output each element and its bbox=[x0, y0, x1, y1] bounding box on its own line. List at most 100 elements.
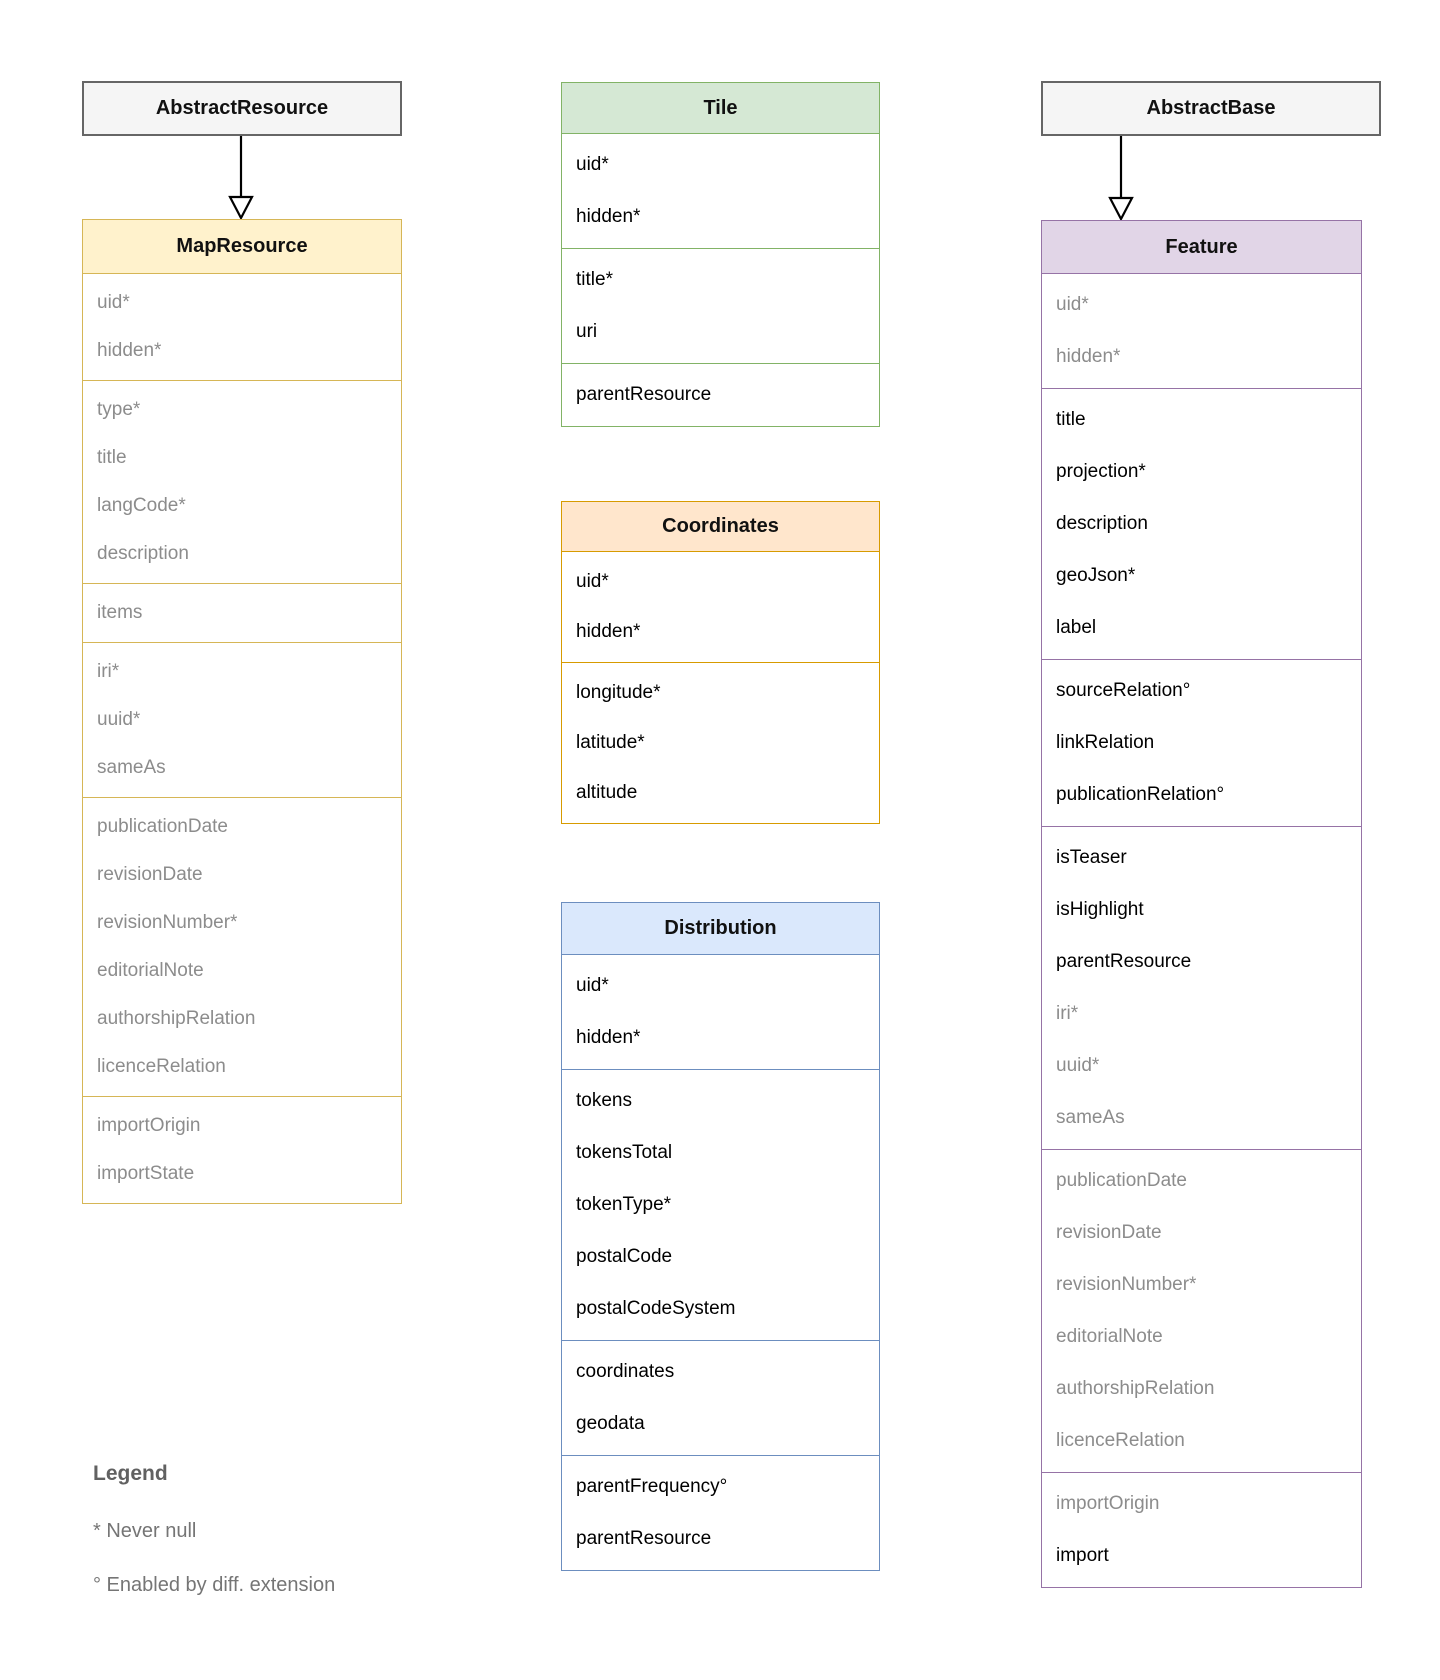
field-map-resource-revisiondate: revisionDate bbox=[97, 864, 203, 885]
field-feature-import: import bbox=[1056, 1545, 1109, 1566]
class-box-coordinates: Coordinates uid* hidden* longitude* latitude… bbox=[561, 501, 880, 824]
field-distribution-uid: uid* bbox=[576, 975, 609, 996]
field-distribution-tokentype: tokenType* bbox=[576, 1194, 672, 1215]
inheritance-arrow-abstractresource-mapresource bbox=[228, 132, 254, 221]
field-map-resource-importorigin: importOrigin bbox=[97, 1115, 201, 1136]
field-feature-editorialnote: editorialNote bbox=[1056, 1326, 1163, 1347]
field-feature-title: title bbox=[1056, 409, 1086, 430]
field-feature-label: label bbox=[1056, 617, 1097, 638]
field-feature-uuid: uuid* bbox=[1056, 1055, 1100, 1076]
field-tile-parentresource: parentResource bbox=[576, 384, 712, 405]
field-map-resource-type: type* bbox=[97, 399, 141, 420]
class-title-abstract-resource: AbstractResource bbox=[84, 83, 400, 134]
field-coordinates-uid: uid* bbox=[576, 571, 609, 592]
class-section-coordinates-0: uid* hidden* bbox=[562, 551, 879, 662]
field-coordinates-altitude: altitude bbox=[576, 782, 638, 803]
field-feature-projection: projection* bbox=[1056, 461, 1146, 482]
field-feature-iri: iri* bbox=[1056, 1003, 1079, 1024]
field-map-resource-editorialnote: editorialNote bbox=[97, 960, 204, 981]
field-tile-uri: uri bbox=[576, 321, 598, 342]
field-feature-description: description bbox=[1056, 513, 1148, 534]
field-map-resource-revisionnumber: revisionNumber* bbox=[97, 912, 238, 933]
legend: Legend * Never null ° Enabled by diff. ex… bbox=[93, 1462, 335, 1628]
field-map-resource-iri: iri* bbox=[97, 661, 120, 682]
field-map-resource-hidden: hidden* bbox=[97, 340, 162, 361]
class-box-distribution: Distribution uid* hidden* tokens tokensTotal… bbox=[561, 902, 880, 1571]
field-map-resource-sameas: sameAs bbox=[97, 757, 166, 778]
field-tile-uid: uid* bbox=[576, 154, 609, 175]
class-section-map-resource-2: items bbox=[83, 583, 401, 642]
class-title-abstract-base: AbstractBase bbox=[1043, 83, 1379, 134]
field-map-resource-publicationdate: publicationDate bbox=[97, 816, 228, 837]
inheritance-arrow-abstractbase-feature bbox=[1108, 132, 1134, 222]
field-feature-publicationdate: publicationDate bbox=[1056, 1170, 1187, 1191]
class-section-distribution-0: uid* hidden* bbox=[562, 954, 879, 1069]
field-distribution-postalcodesystem: postalCodeSystem bbox=[576, 1298, 736, 1319]
field-feature-revisionnumber: revisionNumber* bbox=[1056, 1274, 1197, 1295]
field-feature-uid: uid* bbox=[1056, 294, 1089, 315]
field-distribution-coordinates: coordinates bbox=[576, 1361, 675, 1382]
legend-items: * Never null ° Enabled by diff. extension bbox=[93, 1520, 335, 1597]
field-feature-importorigin: importOrigin bbox=[1056, 1493, 1160, 1514]
class-title-map-resource: MapResource bbox=[83, 220, 401, 273]
field-map-resource-items: items bbox=[97, 602, 143, 623]
field-feature-revisiondate: revisionDate bbox=[1056, 1222, 1162, 1243]
field-map-resource-description: description bbox=[97, 543, 189, 564]
class-section-distribution-1: tokens tokensTotal tokenType* postalCode pos… bbox=[562, 1069, 879, 1340]
field-feature-geojson: geoJson* bbox=[1056, 565, 1136, 586]
field-map-resource-licencerelation: licenceRelation bbox=[97, 1056, 226, 1077]
field-feature-sourcerelation: sourceRelation° bbox=[1056, 680, 1191, 701]
class-section-distribution-2: coordinates geodata bbox=[562, 1340, 879, 1455]
field-feature-publicationrelation: publicationRelation° bbox=[1056, 784, 1225, 805]
legend-item-1: ° Enabled by diff. extension bbox=[93, 1574, 336, 1596]
class-section-map-resource-1: type* title langCode* description bbox=[83, 380, 401, 583]
class-box-tile: Tile uid* hidden* title* uri parentResource bbox=[561, 82, 880, 427]
field-distribution-tokens: tokens bbox=[576, 1090, 632, 1111]
field-feature-authorshiprelation: authorshipRelation bbox=[1056, 1378, 1215, 1399]
field-coordinates-latitude: latitude* bbox=[576, 732, 645, 753]
field-map-resource-title: title bbox=[97, 447, 127, 468]
field-distribution-parentresource: parentResource bbox=[576, 1528, 712, 1549]
class-section-feature-5: importOrigin import bbox=[1042, 1472, 1361, 1587]
field-map-resource-uid: uid* bbox=[97, 292, 130, 313]
field-map-resource-authorshiprelation: authorshipRelation bbox=[97, 1008, 256, 1029]
field-coordinates-hidden: hidden* bbox=[576, 621, 641, 642]
field-tile-title: title* bbox=[576, 269, 613, 290]
class-section-map-resource-5: importOrigin importState bbox=[83, 1096, 401, 1203]
field-map-resource-importstate: importState bbox=[97, 1163, 195, 1184]
field-feature-linkrelation: linkRelation bbox=[1056, 732, 1155, 753]
class-box-abstract-base: AbstractBase bbox=[1041, 81, 1381, 136]
legend-item-0: * Never null bbox=[93, 1520, 197, 1542]
class-section-distribution-3: parentFrequency°parentResource bbox=[562, 1455, 879, 1570]
class-box-abstract-resource: AbstractResource bbox=[82, 81, 402, 136]
field-feature-hidden: hidden* bbox=[1056, 346, 1121, 367]
field-tile-hidden: hidden* bbox=[576, 206, 641, 227]
field-coordinates-longitude: longitude* bbox=[576, 682, 661, 703]
field-map-resource-langcode: langCode* bbox=[97, 495, 186, 516]
class-section-feature-3: isTeaser isHighlight parentResource iri* uui… bbox=[1042, 826, 1361, 1149]
class-box-map-resource: MapResource uid* hidden* type* title langCode… bbox=[82, 219, 402, 1204]
legend-title: Legend bbox=[93, 1462, 168, 1485]
field-feature-parentresource: parentResource bbox=[1056, 951, 1192, 972]
field-feature-ishighlight: isHighlight bbox=[1056, 899, 1144, 920]
field-feature-licencerelation: licenceRelation bbox=[1056, 1430, 1185, 1451]
class-title-distribution: Distribution bbox=[562, 903, 879, 954]
field-feature-isteaser: isTeaser bbox=[1056, 847, 1127, 868]
field-feature-sameas: sameAs bbox=[1056, 1107, 1125, 1128]
field-map-resource-uuid: uuid* bbox=[97, 709, 141, 730]
field-distribution-tokenstotal: tokensTotal bbox=[576, 1142, 673, 1163]
field-distribution-geodata: geodata bbox=[576, 1413, 645, 1434]
class-section-feature-2: sourceRelation° linkRelation publicationRe… bbox=[1042, 659, 1361, 826]
field-distribution-postalcode: postalCode bbox=[576, 1246, 673, 1267]
class-section-feature-1: title projection* description geoJson* label bbox=[1042, 388, 1361, 659]
class-section-tile-1: title* uri bbox=[562, 248, 879, 363]
field-distribution-hidden: hidden* bbox=[576, 1027, 641, 1048]
class-section-map-resource-0: uid* hidden* bbox=[83, 273, 401, 380]
class-section-map-resource-3: iri* uuid* sameAs bbox=[83, 642, 401, 797]
class-section-map-resource-4: publicationDate revisionDate revisionNumbe… bbox=[83, 797, 401, 1096]
class-title-tile: Tile bbox=[562, 83, 879, 133]
class-section-feature-0: uid* hidden* bbox=[1042, 273, 1361, 388]
class-title-coordinates: Coordinates bbox=[562, 502, 879, 551]
class-section-tile-0: uid* hidden* bbox=[562, 133, 879, 248]
